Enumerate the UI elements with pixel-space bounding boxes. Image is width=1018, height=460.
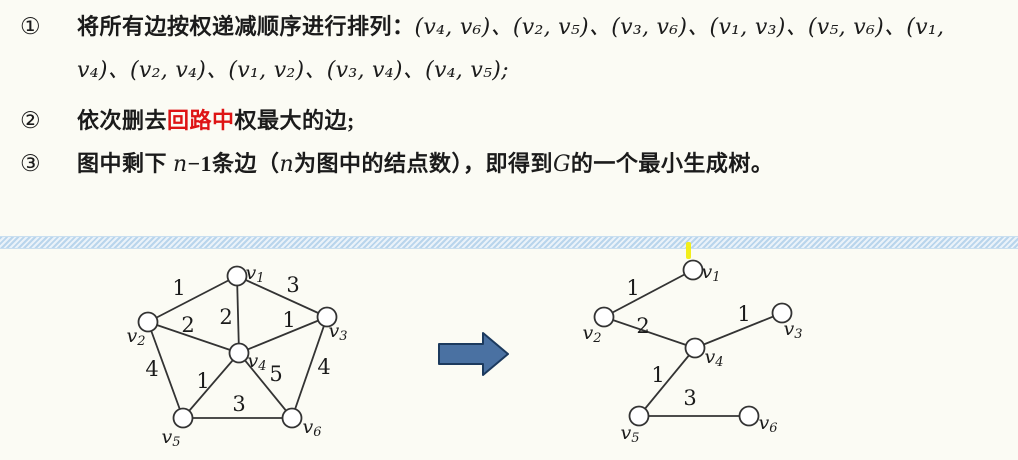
text-segment-math: (v₄, v₆)、(v₂, v₅)、(v₃, v₆)、(v₁, v₃)、(v₅,…: [414, 15, 945, 40]
edge-v4-v6: [238, 352, 293, 419]
text-segment-math: G: [553, 152, 571, 177]
node-v2: [137, 311, 159, 333]
step-1-line-1: ① 将所有边按权递减顺序进行排列：(v₄, v₆)、(v₂, v₅)、(v₃, v…: [20, 13, 1012, 42]
edge-v4-v3: [238, 316, 328, 354]
edge-v3-v6: [291, 316, 328, 419]
step-2-line: ② 依次删去回路中权最大的边;: [20, 107, 1012, 135]
edge-v2-v4: [603, 316, 696, 349]
edge-weight-v4-v3: 1: [737, 302, 750, 326]
text-segment-math: n: [173, 152, 188, 177]
text-segment-math: v₄)、(v₂, v₄)、(v₁, v₂)、(v₃, v₄)、(v₄, v₅);: [77, 58, 509, 83]
node-label-v6: v6: [758, 412, 777, 436]
edge-weight-v3-v6: 4: [317, 355, 330, 379]
step-1-text: 将所有边按权递减顺序进行排列：(v₄, v₆)、(v₂, v₅)、(v₃, v₆…: [77, 14, 945, 40]
edge-v1-v2: [147, 275, 238, 323]
node-v2: [593, 306, 615, 328]
node-v5: [628, 405, 650, 427]
edge-weight-v4-v6: 5: [269, 362, 282, 386]
edge-v2-v4: [147, 321, 240, 354]
edge-weight-v1-v2: 1: [626, 276, 639, 300]
step-3-text: 图中剩下 n−1条边（n为图中的结点数），即得到G的一个最小生成树。: [77, 151, 774, 177]
node-v4: [228, 342, 250, 364]
text-segment-cn: 图中剩下: [77, 151, 174, 176]
edge-weight-v4-v5: 1: [651, 363, 664, 387]
node-label-v5: v5: [620, 422, 639, 446]
node-label-v4: v4: [247, 350, 266, 374]
node-v1: [682, 259, 704, 281]
node-label-v3: v3: [783, 318, 802, 342]
node-label-v2: v2: [582, 322, 601, 346]
edge-weight-v2-v5: 4: [145, 357, 158, 381]
node-label-v1: v1: [245, 262, 264, 286]
step-number-2: ②: [20, 108, 41, 133]
edge-v2-v5: [147, 321, 184, 419]
text-segment-red: 回路中: [167, 108, 235, 133]
step-1-line-2: v₄)、(v₂, v₄)、(v₁, v₂)、(v₃, v₄)、(v₄, v₅);: [20, 56, 1012, 85]
edge-v4-v5: [182, 352, 240, 419]
edge-weight-v5-v6: 3: [232, 392, 245, 416]
node-v5: [172, 407, 194, 429]
text-segment-cn: −1条边（: [187, 151, 280, 176]
section-divider-band: [0, 236, 1018, 249]
text-segment-cn: 为图中的结点数），即得到: [294, 151, 554, 176]
node-v6: [738, 405, 760, 427]
node-label-v1: v1: [701, 261, 720, 285]
step-1-text-continued: v₄)、(v₂, v₄)、(v₁, v₂)、(v₃, v₄)、(v₄, v₅);: [77, 57, 509, 83]
edge-v1-v3: [236, 275, 328, 318]
edge-weight-v2-v4: 2: [636, 314, 649, 338]
edge-weight-v4-v3: 1: [282, 308, 295, 332]
edge-weight-v2-v4: 2: [181, 313, 194, 337]
node-label-v4: v4: [704, 346, 723, 370]
edge-v1-v4: [236, 275, 240, 354]
step-number-1: ①: [20, 14, 41, 39]
edge-v4-v3: [694, 312, 783, 349]
text-segment-math: n: [279, 152, 295, 177]
text-segment-cn: 将所有边按权递减顺序进行排列：: [77, 14, 415, 39]
node-label-v2: v2: [126, 325, 145, 349]
edge-weight-v4-v5: 1: [196, 369, 209, 393]
node-label-v3: v3: [328, 320, 347, 344]
text-segment-cn: 权最大的边;: [234, 108, 355, 133]
node-v1: [226, 265, 248, 287]
node-v3: [316, 306, 338, 328]
edge-weight-v1-v4: 2: [219, 305, 232, 329]
node-label-v5: v5: [161, 426, 180, 450]
edge-v4-v5: [638, 347, 696, 417]
block-arrow-icon: [438, 332, 509, 376]
node-v3: [771, 302, 793, 324]
node-v4: [684, 337, 706, 359]
node-label-v6: v6: [302, 416, 321, 440]
node-v6: [281, 407, 303, 429]
edge-weight-v1-v3: 3: [286, 273, 299, 297]
text-segment-cn: 依次删去: [77, 108, 168, 133]
step-2-text: 依次删去回路中权最大的边;: [77, 108, 355, 133]
edge-v1-v2: [603, 269, 694, 318]
transform-arrow: [438, 332, 509, 376]
edge-weight-v5-v6: 3: [683, 386, 696, 410]
text-segment-cn: 的一个最小生成树。: [570, 151, 774, 176]
edge-weight-v1-v2: 1: [172, 276, 185, 300]
laser-pointer-mark: [686, 242, 691, 259]
step-number-3: ③: [20, 151, 41, 176]
